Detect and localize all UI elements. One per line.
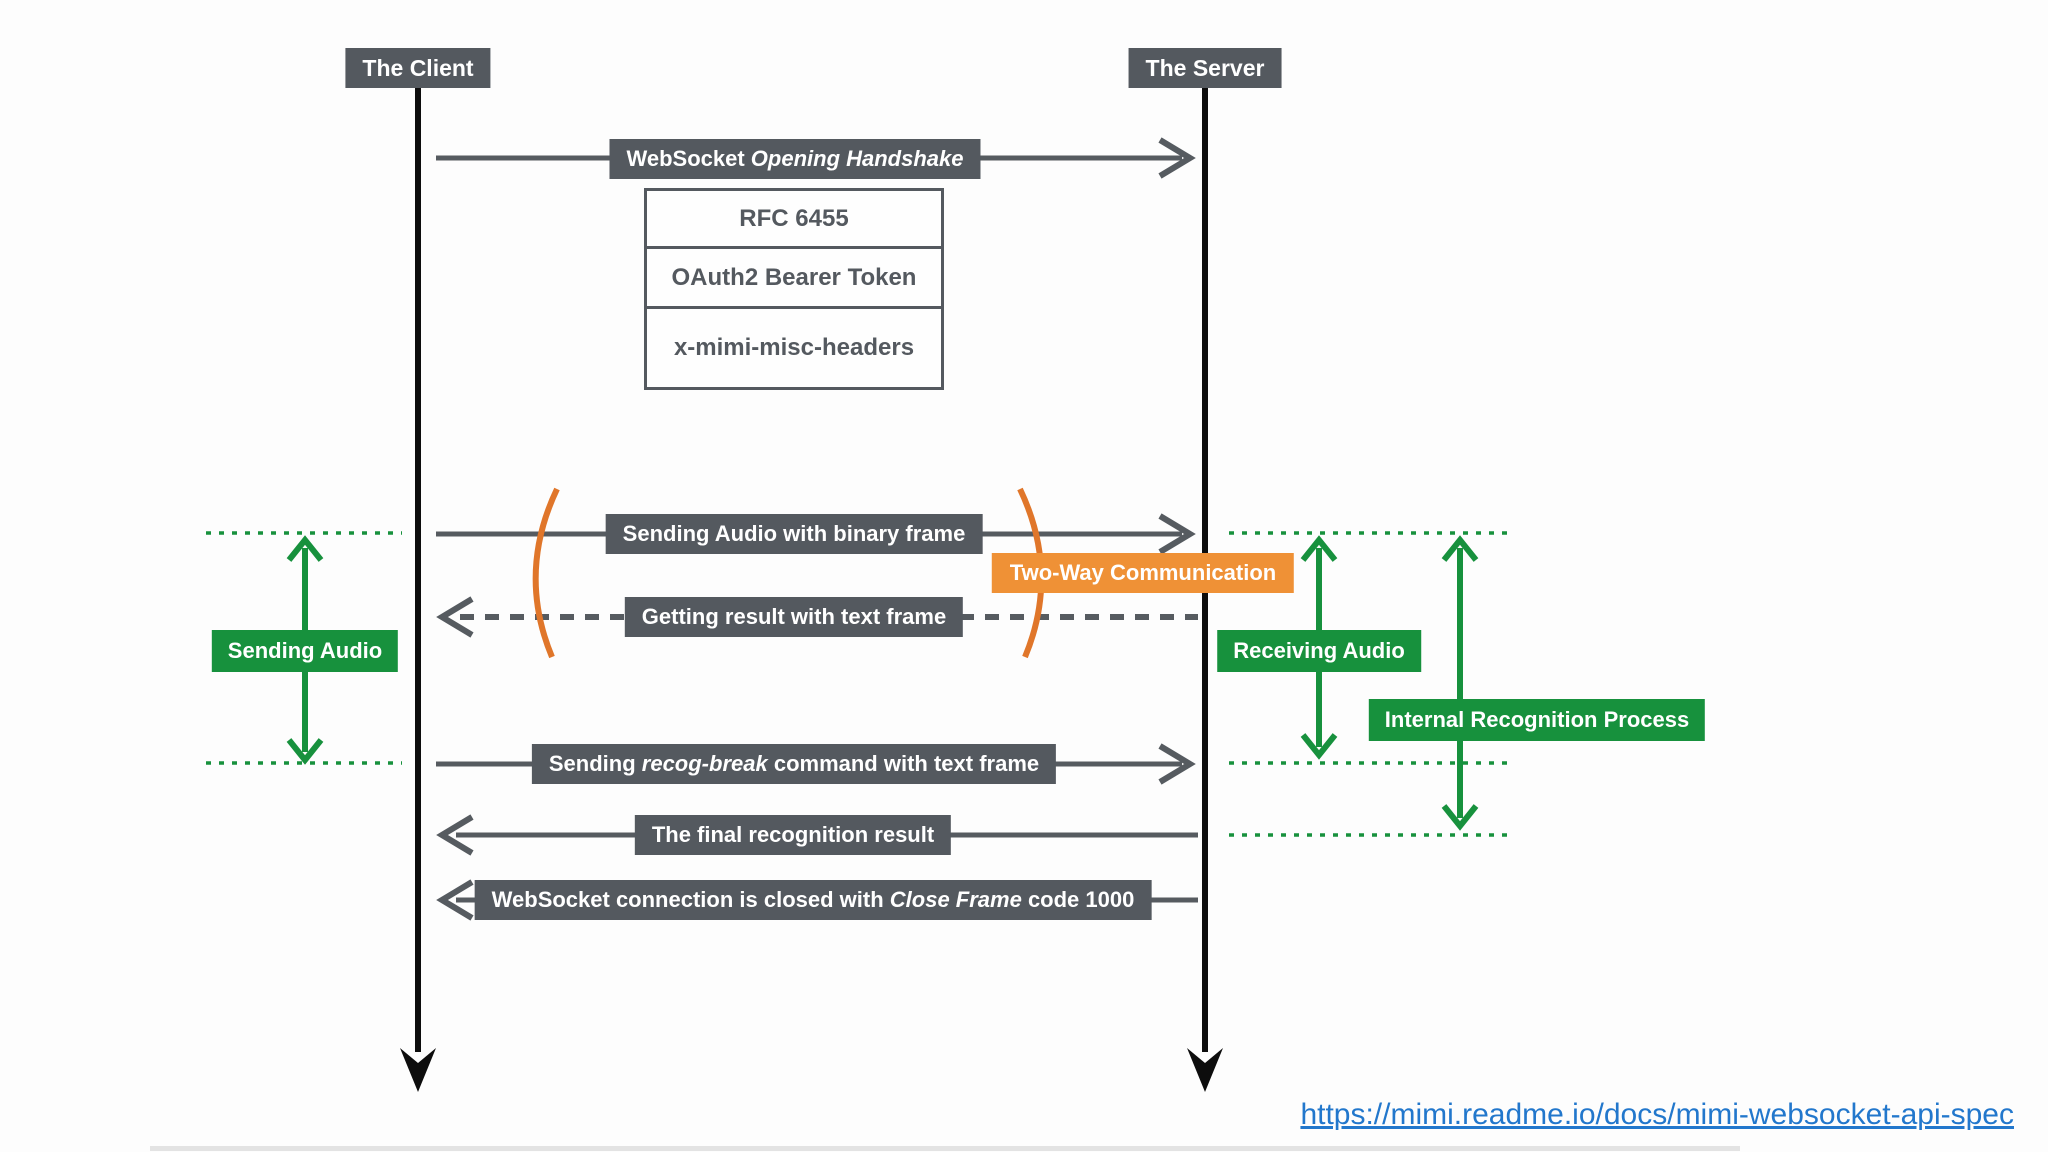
receiving-audio-badge: Receiving Audio [1217,630,1421,672]
arrowhead-right-icon [1158,513,1196,555]
badge-text: Sending Audio [227,638,383,663]
message-text: command with text frame [767,751,1040,776]
message-label-close-frame: WebSocket connection is closed with Clos… [474,880,1152,920]
handshake-detail-text: RFC 6455 [739,204,849,232]
two-way-communication-badge: Two-Way Communication [991,553,1295,593]
sending-audio-badge: Sending Audio [211,630,399,672]
message-label-getting-result: Getting result with text frame [624,597,964,637]
arrowhead-left-icon [436,879,474,921]
bottom-divider [150,1146,1740,1151]
handshake-detail-text: OAuth2 Bearer Token [671,263,917,291]
actor-server-text: The Server [1145,55,1265,81]
api-spec-link[interactable]: https://mimi.readme.io/docs/mimi-websock… [1300,1098,2014,1131]
message-text-italic: recog-break [641,751,768,776]
message-text-italic: Close Frame [889,887,1022,912]
message-text: The final recognition result [651,822,935,847]
message-text-italic: Opening Handshake [750,146,964,171]
message-text: Getting result with text frame [641,604,947,629]
badge-text: Receiving Audio [1233,638,1405,663]
actor-client-label: The Client [345,48,491,88]
actor-client-text: The Client [362,55,474,81]
message-label-opening-handshake: WebSocket Opening Handshake [609,139,981,179]
handshake-detail-row: OAuth2 Bearer Token [647,249,941,309]
message-text: Sending Audio with binary frame [622,521,966,546]
client-lifeline-arrowhead-icon [400,1048,436,1092]
two-way-scope-arc-left [532,487,560,659]
message-label-sending-audio: Sending Audio with binary frame [605,514,983,554]
internal-recognition-span-arrow [1441,535,1479,831]
arrowhead-left-icon [436,814,474,856]
internal-recognition-badge: Internal Recognition Process [1368,699,1706,741]
actor-server-label: The Server [1128,48,1282,88]
arrowhead-left-icon [436,596,474,638]
message-text: code 1000 [1021,887,1135,912]
badge-text: Internal Recognition Process [1384,707,1690,732]
message-text: WebSocket connection is closed with [491,887,890,912]
handshake-detail-row: x-mimi-misc-headers [647,309,941,387]
message-text: Sending [548,751,642,776]
server-lifeline-arrowhead-icon [1187,1048,1223,1092]
arrowhead-right-icon [1158,137,1196,179]
badge-text: Two-Way Communication [1009,560,1277,585]
arrowhead-right-icon [1158,743,1196,785]
handshake-detail-row: RFC 6455 [647,191,941,249]
message-label-recog-break: Sending recog-break command with text fr… [531,744,1057,784]
handshake-details-box: RFC 6455 OAuth2 Bearer Token x-mimi-misc… [644,188,944,390]
message-text: WebSocket [626,146,751,171]
handshake-detail-text: x-mimi-misc-headers [673,334,915,361]
message-label-final-result: The final recognition result [634,815,952,855]
